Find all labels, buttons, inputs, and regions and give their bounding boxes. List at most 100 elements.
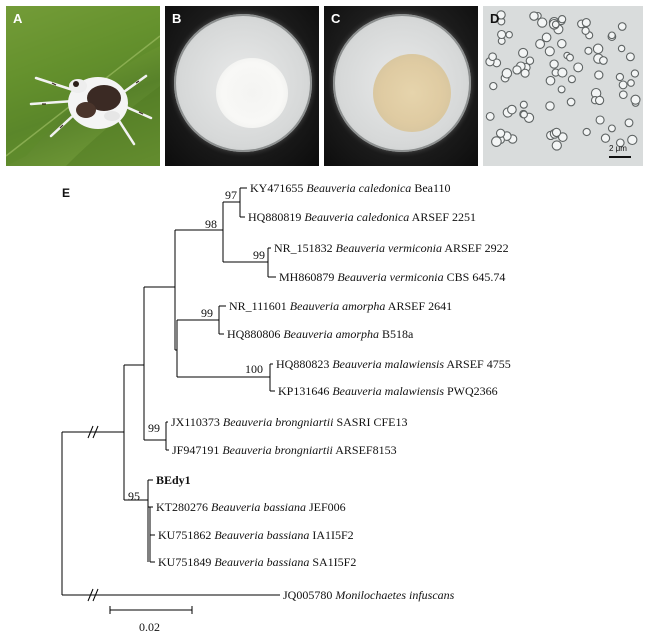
taxon-label: KY471655 Beauveria caledonica Bea110 xyxy=(250,181,451,195)
conidium xyxy=(551,140,562,151)
conidium xyxy=(581,18,591,28)
conidium xyxy=(592,43,604,55)
taxon-label: MH860879 Beauveria vermiconia CBS 645.74 xyxy=(279,270,506,284)
conidium xyxy=(544,46,555,57)
panel-label-a: A xyxy=(13,11,23,26)
micro-scale-label: 2 μm xyxy=(609,144,627,153)
conidium xyxy=(557,67,568,78)
conidium xyxy=(501,68,513,79)
tree-scale-label: 0.02 xyxy=(139,620,160,634)
conidium xyxy=(594,70,604,80)
conidium xyxy=(595,115,605,125)
conidium xyxy=(491,136,502,147)
conidium xyxy=(520,110,528,119)
bootstrap-value: 98 xyxy=(205,217,217,231)
conidium xyxy=(630,69,640,78)
conidium xyxy=(488,52,497,62)
conidium xyxy=(545,75,556,86)
taxon-label: NR_111601 Beauveria amorpha ARSEF 2641 xyxy=(229,299,453,313)
conidium xyxy=(617,44,626,53)
conidium xyxy=(624,118,634,128)
conidium xyxy=(615,72,625,82)
taxon-label: KU751862 Beauveria bassiana IA1I5F2 xyxy=(158,528,354,542)
conidium xyxy=(618,90,628,100)
panel-label-b: B xyxy=(172,11,182,26)
taxon-label: KP131646 Beauveria malawiensis PWQ2366 xyxy=(278,384,498,398)
conidium xyxy=(566,97,576,107)
conidium xyxy=(525,56,535,65)
taxon-label: HQ880819 Beauveria caledonica ARSEF 2251 xyxy=(248,210,477,224)
conidium xyxy=(567,75,576,84)
conidium xyxy=(557,132,568,142)
bootstrap-value: 99 xyxy=(201,306,213,320)
conidium xyxy=(551,20,560,29)
conidium xyxy=(630,94,641,105)
taxon-label: NR_151832 Beauveria vermiconia ARSEF 292… xyxy=(274,241,509,255)
conidium xyxy=(584,46,593,55)
bootstrap-value: 99 xyxy=(253,248,265,262)
conidium xyxy=(535,39,546,49)
panel-c-colony-reverse: C xyxy=(324,6,478,166)
white-colony xyxy=(216,58,288,128)
conidium xyxy=(496,10,506,20)
conidium xyxy=(507,104,517,115)
conidium xyxy=(582,127,591,137)
cream-colony xyxy=(373,54,451,132)
conidium xyxy=(519,100,528,109)
panel-a-insect-photo: A xyxy=(6,6,160,166)
conidium xyxy=(608,31,616,40)
conidium xyxy=(627,134,638,146)
branch-break-marks xyxy=(87,425,99,602)
bootstrap-value: 95 xyxy=(128,489,140,503)
conidium xyxy=(617,22,627,31)
conidia-image xyxy=(485,10,641,158)
conidium xyxy=(557,85,566,94)
insect-on-leaf-image xyxy=(6,6,160,166)
conidium xyxy=(541,32,552,43)
conidium xyxy=(512,65,522,75)
conidium xyxy=(625,52,635,62)
petri-dish xyxy=(174,14,312,152)
taxon-label-outgroup: JQ005780 Monilochaetes infuscans xyxy=(283,588,455,602)
conidium xyxy=(537,17,548,28)
conidium xyxy=(545,101,555,111)
conidium xyxy=(485,111,495,121)
conidium xyxy=(627,79,635,87)
taxon-label: JX110373 Beauveria brongniartii SASRI CF… xyxy=(171,415,408,429)
panel-d-conidia-micrograph: D 2 μm xyxy=(483,6,643,166)
conidium xyxy=(495,128,506,138)
conidium xyxy=(599,56,608,65)
taxon-label: KT280276 Beauveria bassiana JEF006 xyxy=(156,500,346,514)
taxon-label: KU751849 Beauveria bassiana SA1I5F2 xyxy=(158,555,357,569)
conidium xyxy=(573,62,584,73)
conidium xyxy=(615,138,625,148)
panel-label-d: D xyxy=(490,11,500,26)
conidium xyxy=(618,80,628,90)
conidium xyxy=(489,81,498,91)
bootstrap-value: 99 xyxy=(148,421,160,435)
taxon-label: HQ880823 Beauveria malawiensis ARSEF 475… xyxy=(276,357,511,371)
conidium xyxy=(594,95,605,106)
conidium xyxy=(505,30,513,39)
petri-dish xyxy=(333,14,471,152)
conidium xyxy=(581,26,590,35)
bootstrap-value: 100 xyxy=(245,362,263,376)
conidium xyxy=(557,38,567,49)
conidium xyxy=(557,15,567,24)
taxon-label: JF947191 Beauveria brongniartii ARSEF815… xyxy=(172,443,397,457)
panel-label-c: C xyxy=(331,11,341,26)
conidium xyxy=(520,68,530,78)
conidium xyxy=(551,127,562,138)
conidium xyxy=(518,47,529,58)
bootstrap-value: 97 xyxy=(225,188,237,202)
conidium xyxy=(600,133,611,143)
taxon-label: HQ880806 Beauveria amorpha B518a xyxy=(227,327,414,341)
panel-label-e: E xyxy=(62,186,71,200)
conidium xyxy=(566,53,574,62)
conidium xyxy=(529,11,539,21)
conidium xyxy=(549,59,559,69)
taxon-label-bedy1: BEdy1 xyxy=(156,473,191,487)
conidium xyxy=(607,124,616,133)
panel-b-colony-front: B xyxy=(165,6,319,166)
